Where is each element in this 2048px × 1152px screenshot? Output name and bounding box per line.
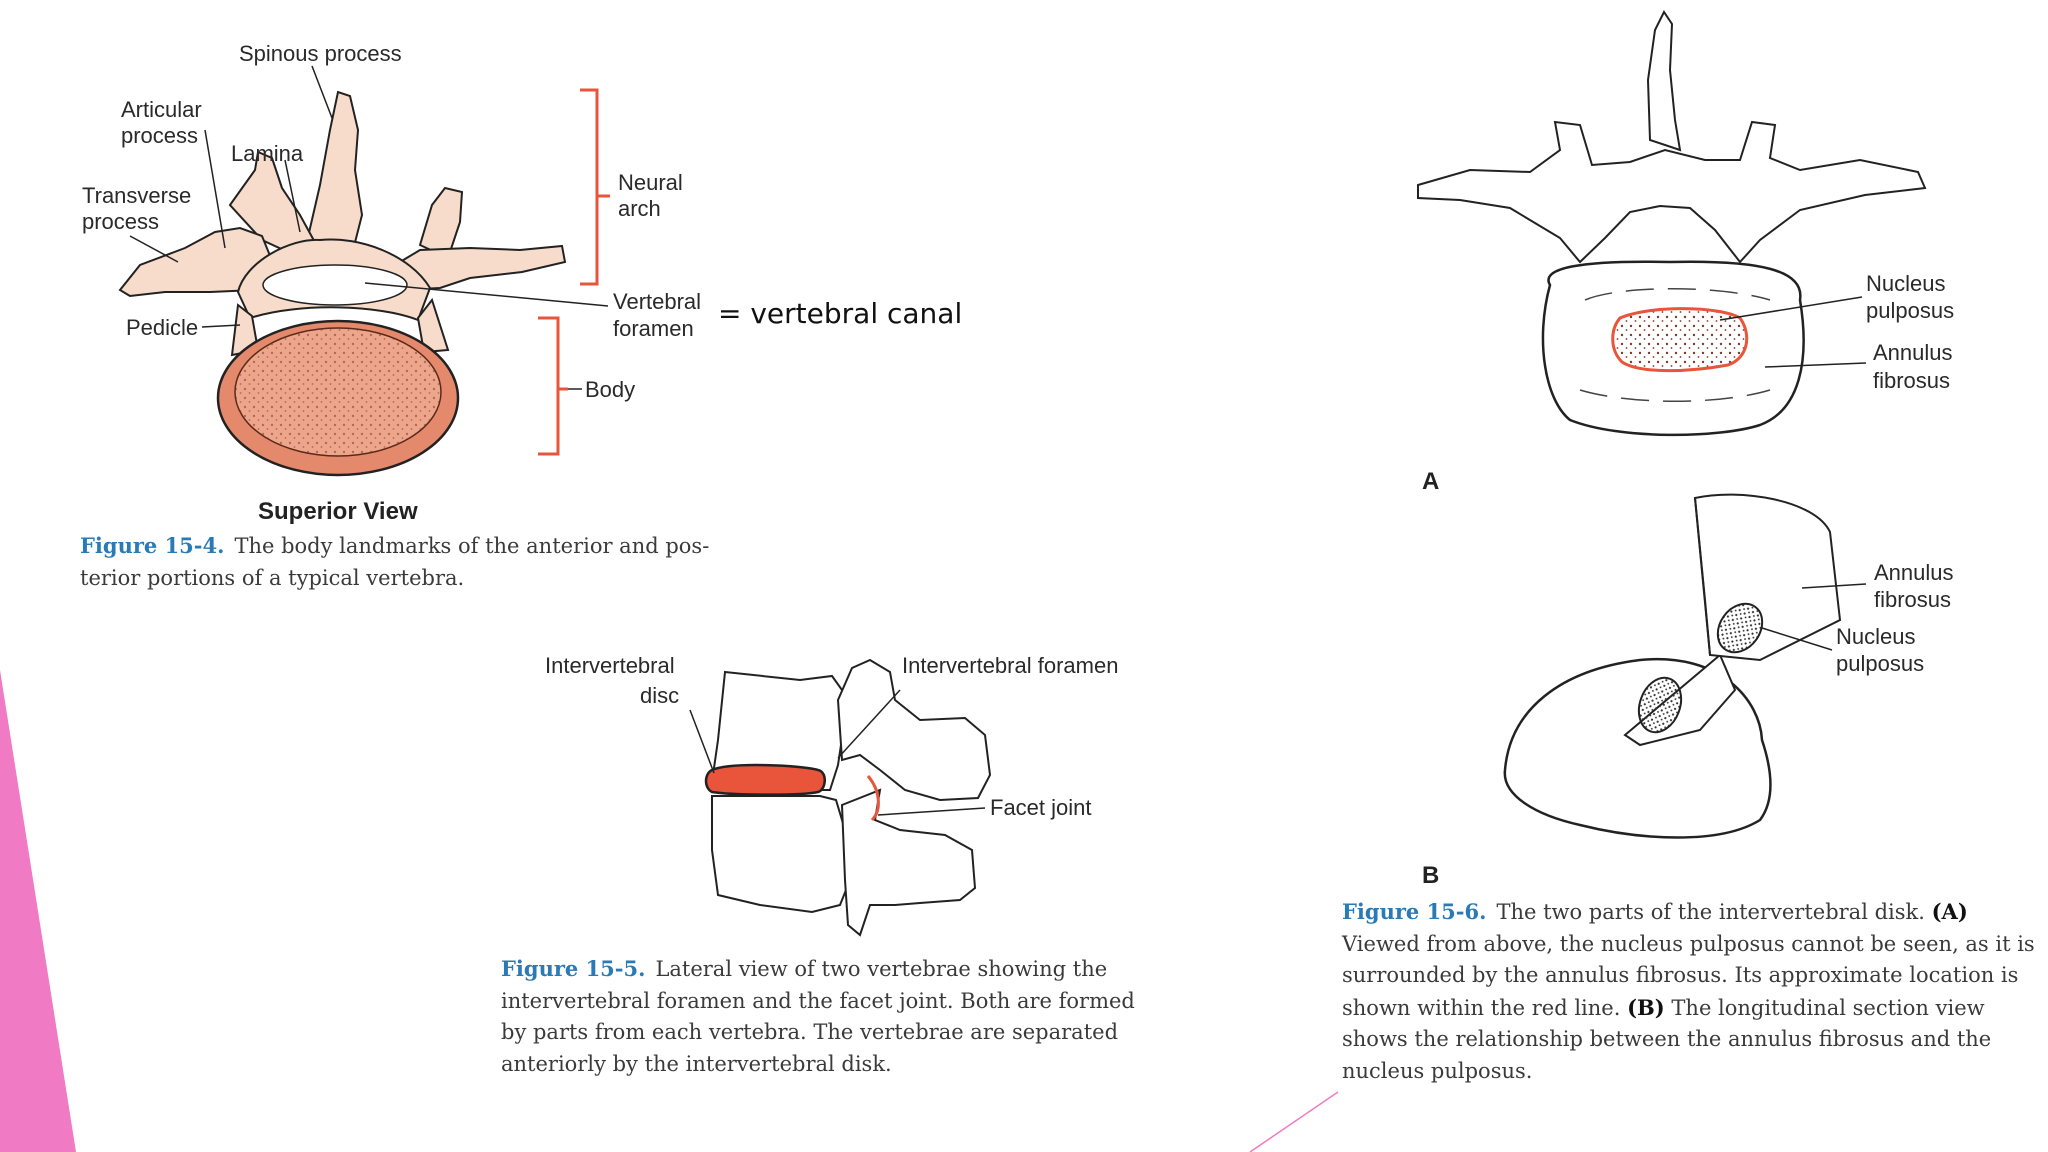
label-a-nucleus-2: pulposus bbox=[1866, 298, 1954, 323]
label-pedicle: Pedicle bbox=[126, 315, 198, 340]
accent-line bbox=[1249, 1091, 1339, 1152]
a-nucleus-leader bbox=[1719, 296, 1863, 321]
figure-15-6-b: Annulus fibrosus Nucleus pulposus B bbox=[1422, 493, 1954, 889]
label-panel-b: B bbox=[1422, 862, 1439, 889]
caption-15-6-label: Figure 15-6. bbox=[1342, 899, 1487, 924]
label-a-nucleus-1: Nucleus bbox=[1866, 271, 1945, 296]
label-b-nucleus-1: Nucleus bbox=[1836, 624, 1915, 649]
label-b-annulus-2: fibrosus bbox=[1874, 587, 1951, 612]
a-neural-arch bbox=[1417, 120, 1927, 264]
caption-figure-15-5: Figure 15-5.Lateral view of two vertebra… bbox=[501, 953, 1161, 1080]
figure-15-6-a: Nucleus pulposus Annulus fibrosus A bbox=[1417, 10, 1954, 495]
b-nucleus-leader bbox=[1761, 627, 1833, 651]
label-spinous-process: Spinous process bbox=[239, 41, 402, 66]
transverse-leader bbox=[129, 235, 179, 263]
facet-leader bbox=[877, 807, 986, 816]
caption-figure-15-6: Figure 15-6. The two parts of the interve… bbox=[1342, 896, 2042, 1087]
b-nucleus-upper bbox=[1716, 602, 1764, 654]
lamina-leader bbox=[284, 159, 301, 233]
label-panel-a: A bbox=[1422, 468, 1439, 495]
caption-figure-15-4: Figure 15-4.The body landmarks of the an… bbox=[80, 530, 710, 594]
label-neural-arch-2: arch bbox=[618, 196, 661, 221]
b-annulus-leader bbox=[1801, 583, 1867, 589]
accent-bar bbox=[0, 670, 76, 1152]
spinous-leader bbox=[311, 65, 333, 119]
label-intervertebral-foramen: Intervertebral foramen bbox=[902, 653, 1118, 678]
transverse-process-left bbox=[118, 226, 277, 298]
b-wedge-block bbox=[1693, 493, 1842, 662]
a-nucleus-shape bbox=[1611, 307, 1749, 373]
label-body: Body bbox=[585, 377, 635, 402]
label-lamina: Lamina bbox=[231, 141, 304, 166]
label-vertebral-foramen-2: foramen bbox=[613, 316, 694, 341]
caption-15-6-a-tag: (A) bbox=[1931, 899, 1968, 924]
ivf-leader bbox=[837, 689, 901, 759]
vertebral-body-texture bbox=[235, 328, 441, 456]
pedicle-leader bbox=[201, 324, 241, 328]
pedicle-right-shape bbox=[416, 297, 450, 354]
label-articular-process-1: Articular bbox=[121, 97, 202, 122]
caption-15-6-intro: The two parts of the intervertebral disk… bbox=[1496, 900, 1925, 924]
label-b-annulus-1: Annulus bbox=[1874, 560, 1954, 585]
label-articular-process-2: process bbox=[121, 123, 198, 148]
b-wedge-edge bbox=[1694, 497, 1711, 656]
caption-15-4-label: Figure 15-4. bbox=[80, 533, 225, 558]
b-nucleus-lower bbox=[1637, 676, 1683, 734]
label-intervertebral-disc-1: Intervertebral bbox=[545, 653, 675, 678]
caption-15-6-a-text: Viewed from above, the nucleus pulposus … bbox=[1342, 931, 2035, 1020]
label-superior-view: Superior View bbox=[258, 498, 418, 525]
vertebral-foramen-shape bbox=[262, 264, 408, 306]
caption-15-6-b-text: The longitudinal section view shows the … bbox=[1342, 995, 1992, 1083]
body-bracket bbox=[538, 316, 568, 456]
label-transverse-process-2: process bbox=[82, 209, 159, 234]
upper-posterior-process bbox=[836, 658, 992, 802]
foramen-leader bbox=[364, 282, 609, 307]
figure-15-5: Intervertebral disc Intervertebral foram… bbox=[545, 653, 1118, 937]
disc-leader bbox=[689, 709, 715, 774]
articular-leader bbox=[204, 129, 226, 249]
caption-15-5-label: Figure 15-5. bbox=[501, 956, 646, 981]
annotation-vertebral-canal: = vertebral canal bbox=[718, 297, 962, 330]
lower-posterior-process bbox=[840, 788, 977, 937]
intervertebral-disc-shape bbox=[704, 763, 826, 796]
label-vertebral-foramen-1: Vertebral bbox=[613, 289, 701, 314]
lower-vertebra-shape bbox=[711, 795, 852, 914]
label-a-annulus-1: Annulus bbox=[1873, 340, 1953, 365]
label-a-annulus-2: fibrosus bbox=[1873, 368, 1950, 393]
caption-15-5-text: Lateral view of two vertebrae showing th… bbox=[501, 957, 1135, 1076]
figure-15-4: Spinous process Articular process Lamina… bbox=[82, 41, 962, 525]
neural-arch-bracket bbox=[580, 88, 610, 286]
a-spinous-process bbox=[1646, 10, 1682, 152]
lamina-shape bbox=[228, 150, 320, 254]
articular-right-shape bbox=[418, 186, 464, 260]
label-facet-joint: Facet joint bbox=[990, 795, 1092, 820]
label-transverse-process-1: Transverse bbox=[82, 183, 191, 208]
a-annulus-rings bbox=[1579, 288, 1771, 402]
caption-15-4-text: The body landmarks of the anterior and p… bbox=[80, 534, 710, 590]
spinous-process-shape bbox=[303, 90, 364, 264]
label-neural-arch-1: Neural bbox=[618, 170, 683, 195]
label-intervertebral-disc-2: disc bbox=[640, 683, 679, 708]
facet-joint-shape bbox=[866, 775, 880, 822]
label-b-nucleus-2: pulposus bbox=[1836, 651, 1924, 676]
a-annulus-leader bbox=[1764, 362, 1867, 368]
caption-15-6-b-tag: (B) bbox=[1627, 994, 1665, 1020]
